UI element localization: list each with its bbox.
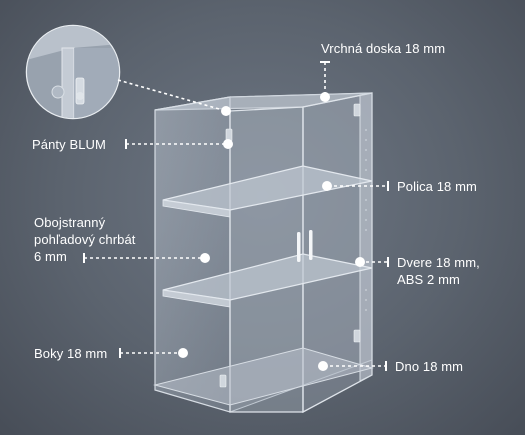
- hinge-right-top: [353, 103, 361, 117]
- label-hinges: Pánty BLUM: [32, 137, 106, 152]
- bottom-board: [153, 347, 374, 406]
- upper-shelf-edge: [162, 199, 231, 218]
- dot-hinges: [223, 139, 233, 149]
- label-back-line1: Obojstranný: [34, 215, 106, 230]
- label-back-line2: pohľadový chrbát: [34, 232, 136, 247]
- dot-top-left: [221, 106, 231, 116]
- dot-bottom: [318, 361, 328, 371]
- dot-sides: [178, 348, 188, 358]
- dot-shelf: [322, 181, 332, 191]
- hinge-right-bottom: [353, 329, 361, 343]
- hinge-zoom-detail: [25, 24, 121, 120]
- label-back-panel: Obojstranný pohľadový chrbát 6 mm: [34, 214, 174, 265]
- shelf-pin-holes: [365, 129, 367, 311]
- leader-lines: [84, 62, 388, 367]
- dot-back: [200, 253, 210, 263]
- label-shelf: Polica 18 mm: [397, 179, 477, 194]
- lower-shelf-edge: [162, 289, 231, 308]
- door-handle-left: [297, 232, 301, 262]
- hinge-bottom: [219, 374, 227, 388]
- leader-zoom: [117, 79, 227, 112]
- door-handle-right: [309, 230, 313, 260]
- right-side-panel: [359, 92, 373, 382]
- label-doors-line2: ABS 2 mm: [397, 272, 460, 287]
- label-doors-line1: Dvere 18 mm,: [397, 255, 480, 270]
- leader-caps: [83, 61, 389, 371]
- label-top-board: Vrchná doska 18 mm: [321, 41, 446, 56]
- label-bottom: Dno 18 mm: [395, 359, 464, 374]
- label-sides: Boky 18 mm: [34, 346, 108, 361]
- dot-doors: [355, 257, 365, 267]
- label-doors: Dvere 18 mm, ABS 2 mm: [397, 254, 507, 288]
- dot-top-board: [320, 92, 330, 102]
- callout-dots: [178, 92, 365, 371]
- label-back-line3: 6 mm: [34, 249, 67, 264]
- cabinet: [153, 92, 374, 414]
